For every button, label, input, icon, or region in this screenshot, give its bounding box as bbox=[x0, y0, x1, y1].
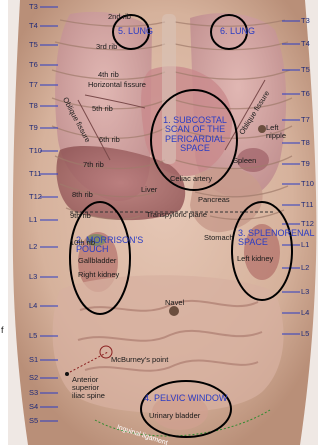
vertebra-label: L4 bbox=[301, 309, 309, 317]
liver-label: Liver bbox=[141, 186, 157, 194]
vertebra-label: T5 bbox=[301, 66, 310, 74]
mcburney-label: McBurney's point bbox=[111, 356, 168, 364]
vertebra-label: T4 bbox=[301, 40, 310, 48]
vertebra-label: T10 bbox=[29, 147, 42, 155]
zone-1-label: 1. SUBCOSTAL SCAN OF THE PERICARDIAL SPA… bbox=[154, 116, 236, 154]
vertebra-label: T8 bbox=[301, 139, 310, 147]
vertebra-label: T8 bbox=[29, 102, 38, 110]
vertebra-label: T11 bbox=[29, 170, 41, 178]
vertebra-label: L2 bbox=[29, 243, 37, 251]
vertebra-label: T3 bbox=[29, 3, 38, 11]
edge-letter: f bbox=[1, 326, 4, 335]
vertebra-label: T3 bbox=[301, 17, 310, 25]
pancreas-label: Pancreas bbox=[198, 196, 230, 204]
vertebra-label: S4 bbox=[29, 403, 38, 411]
vertebra-label: L2 bbox=[301, 264, 309, 272]
left-kidney-label: Left kidney bbox=[237, 255, 273, 263]
vertebra-label: L5 bbox=[301, 330, 309, 338]
stomach-label: Stomach bbox=[204, 234, 234, 242]
asis-dot bbox=[65, 372, 69, 376]
vertebra-label: S5 bbox=[29, 417, 38, 425]
navel-mark bbox=[169, 306, 179, 316]
asis-label-line: iliac spine bbox=[72, 391, 105, 400]
vertebra-label: S1 bbox=[29, 356, 38, 364]
vertebra-label: T7 bbox=[301, 116, 310, 124]
zone-3-label: 3. SPLENORENAL SPACE bbox=[238, 229, 315, 248]
zone-5-label: 5. LUNG bbox=[118, 27, 153, 36]
vertebra-label: L3 bbox=[29, 273, 37, 281]
vertebra-label: S3 bbox=[29, 389, 38, 397]
fissure-label: Horizontal fissure bbox=[88, 81, 146, 89]
vertebra-label: T10 bbox=[301, 180, 314, 188]
vertebra-label: T6 bbox=[29, 61, 38, 69]
zone-1-line: SPACE bbox=[154, 144, 236, 153]
vertebra-label: L5 bbox=[29, 332, 37, 340]
nipple-mark bbox=[258, 125, 266, 133]
zone-3-line: SPACE bbox=[238, 238, 315, 247]
gallbladder-label: Gallbladder bbox=[78, 257, 116, 265]
zone-4-label: 4. PELVIC WINDOW bbox=[144, 394, 227, 403]
vertebra-label: T12 bbox=[29, 193, 42, 201]
bladder-label: Urinary bladder bbox=[149, 412, 200, 420]
vertebra-label: T4 bbox=[29, 22, 38, 30]
vertebra-label: T9 bbox=[301, 160, 310, 168]
right-kidney-label: Right kidney bbox=[78, 271, 119, 279]
rib-label: 10th rib bbox=[70, 239, 95, 247]
vertebra-label: L1 bbox=[29, 216, 37, 224]
rib-label: 8th rib bbox=[72, 191, 93, 199]
zone-6-label: 6. LUNG bbox=[220, 27, 255, 36]
rib-label: 9th rib bbox=[70, 212, 91, 220]
vertebra-label: S2 bbox=[29, 374, 38, 382]
spleen-label: Spleen bbox=[233, 157, 256, 165]
navel-label: Navel bbox=[165, 299, 184, 307]
celiac-label: Celiac artery bbox=[170, 175, 212, 183]
transpyloric-label: Transpyloric plane bbox=[146, 211, 207, 219]
vertebra-label: T5 bbox=[29, 41, 38, 49]
nipple-label-line: nipple bbox=[266, 131, 286, 140]
vertebra-label: T9 bbox=[29, 124, 38, 132]
rib-label: 4th rib bbox=[98, 71, 119, 79]
rib-label: 3rd rib bbox=[96, 43, 117, 51]
rib-label: 7th rib bbox=[83, 161, 104, 169]
rib-label: 5th rib bbox=[92, 105, 113, 113]
vertebra-label: T6 bbox=[301, 90, 310, 98]
rib-label: 6th rib bbox=[99, 136, 120, 144]
vertebra-label: T11 bbox=[301, 201, 313, 209]
vertebra-label: T7 bbox=[29, 81, 38, 89]
vertebra-label: L4 bbox=[29, 302, 37, 310]
vertebra-label: L3 bbox=[301, 288, 309, 296]
vertebra-label: T12 bbox=[301, 220, 314, 228]
rib-label: 2nd rib bbox=[108, 13, 131, 21]
